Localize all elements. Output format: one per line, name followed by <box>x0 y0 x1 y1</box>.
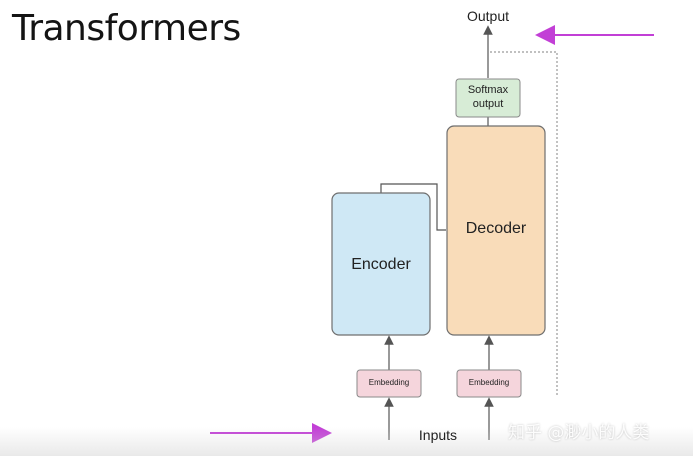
encoder-to-decoder-connector <box>380 183 446 231</box>
softmax-box <box>455 78 521 118</box>
embedding-box-right <box>456 369 522 398</box>
embedding-left-label: Embedding <box>368 378 410 387</box>
decoder-label: Decoder <box>465 220 527 237</box>
embedding-right-label: Embedding <box>468 378 510 387</box>
inputs-label: Inputs <box>418 427 458 443</box>
watermark: 知乎 @渺小的人类 <box>508 423 650 443</box>
encoder-label: Encoder <box>351 256 411 273</box>
embedding-box-left <box>356 369 422 398</box>
softmax-label-line2: output <box>472 98 504 110</box>
decoder-box <box>446 125 546 336</box>
softmax-label: Softmax output <box>456 83 520 111</box>
encoder-box <box>331 192 431 336</box>
slide-title: Transformers <box>12 8 241 49</box>
output-label: Output <box>466 8 510 24</box>
softmax-label-line1: Softmax <box>467 84 509 96</box>
bottom-shade <box>0 427 693 456</box>
